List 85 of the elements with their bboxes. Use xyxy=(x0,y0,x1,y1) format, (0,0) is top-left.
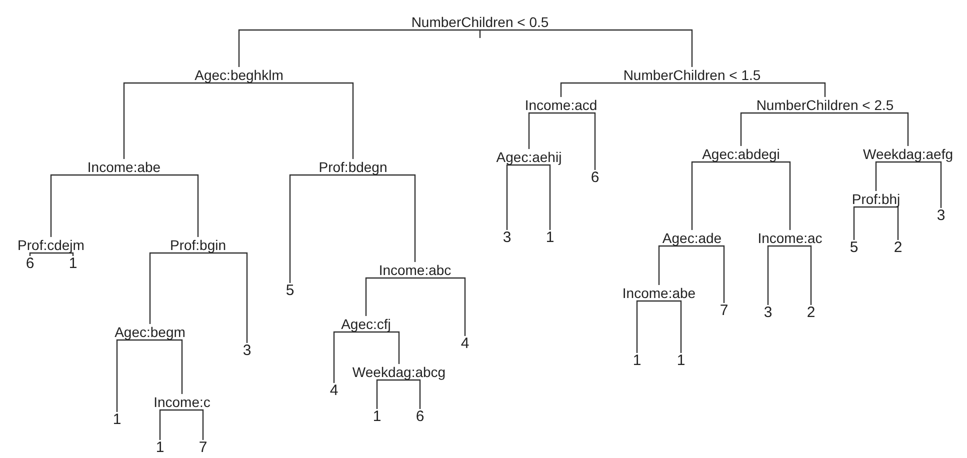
split-label: Prof:bdegn xyxy=(318,159,388,175)
tree-branch xyxy=(376,379,399,409)
split-label: Agec:aehij xyxy=(496,149,562,165)
tree-branch xyxy=(124,174,199,237)
tree-branch xyxy=(29,252,51,256)
tree-branch xyxy=(415,277,466,336)
split-label: NumberChildren < 0.5 xyxy=(411,14,549,30)
tree-branch xyxy=(825,112,909,146)
tree-branch xyxy=(150,339,183,394)
tree-branch xyxy=(692,245,725,303)
tree-branch xyxy=(123,82,239,159)
split-label: Weekdag:aefg xyxy=(862,146,954,162)
tree-branch xyxy=(876,206,899,240)
split-label: Income:abc xyxy=(378,262,452,278)
tree-branch xyxy=(691,161,741,230)
split-label: Agec:cfj xyxy=(341,316,391,332)
leaf-value: 7 xyxy=(720,303,728,319)
split-label: Income:abe xyxy=(87,159,161,175)
tree-branch xyxy=(875,161,908,191)
tree-branch xyxy=(149,252,198,324)
leaf-value: 3 xyxy=(502,230,512,246)
leaf-value: 1 xyxy=(676,353,686,369)
leaf-value: 4 xyxy=(460,336,470,352)
tree-branch xyxy=(528,112,561,149)
tree-branch xyxy=(908,161,942,208)
split-label: Prof:bhj xyxy=(852,191,900,207)
tree-branch xyxy=(159,409,182,440)
leaf-value: 6 xyxy=(416,409,424,425)
leaf-value: 1 xyxy=(68,256,78,272)
split-label: Income:abe xyxy=(622,285,696,301)
split-label: Income:acd xyxy=(524,97,598,113)
split-label: Prof:bgin xyxy=(170,237,226,253)
leaf-value: 5 xyxy=(850,240,858,256)
leaf-value: 6 xyxy=(26,256,34,272)
tree-branch xyxy=(692,82,826,97)
tree-branch xyxy=(480,29,693,67)
leaf-value: 3 xyxy=(764,305,772,321)
tree-branch xyxy=(289,174,353,283)
tree-branch xyxy=(659,300,682,353)
split-label: Income:c xyxy=(154,394,210,410)
split-label: Weekdag:abcg xyxy=(352,364,446,380)
split-label: Agec:ade xyxy=(662,230,722,246)
leaf-value: 1 xyxy=(112,412,122,428)
tree-branch xyxy=(741,161,791,230)
leaf-value: 7 xyxy=(198,440,208,456)
leaf-value: 6 xyxy=(590,170,600,186)
leaf-value: 2 xyxy=(894,240,902,256)
split-label: Prof:cdejm xyxy=(18,237,84,253)
tree-branch xyxy=(561,112,596,170)
tree-branch xyxy=(636,300,659,353)
split-label: NumberChildren < 2.5 xyxy=(756,97,894,113)
leaf-value: 1 xyxy=(156,440,164,456)
leaf-value: 4 xyxy=(330,383,338,399)
leaf-value: 1 xyxy=(632,353,642,369)
tree-branch xyxy=(50,174,124,237)
tree-branch xyxy=(353,174,416,262)
split-label: Agec:abdegi xyxy=(702,146,780,162)
leaf-value: 2 xyxy=(806,305,816,321)
tree-branch xyxy=(365,277,415,316)
split-label: NumberChildren < 1.5 xyxy=(623,67,761,83)
tree-branch xyxy=(740,112,825,146)
leaf-value: 1 xyxy=(372,409,382,425)
tree-branch xyxy=(333,331,366,383)
tree-branch xyxy=(238,29,480,67)
tree-branch xyxy=(399,379,421,409)
tree-branch xyxy=(853,206,876,240)
tree-branch xyxy=(767,245,790,305)
tree-branch xyxy=(51,252,74,256)
leaf-value: 5 xyxy=(286,283,294,299)
split-label: Agec:begm xyxy=(114,324,186,340)
leaf-value: 3 xyxy=(242,343,252,359)
tree-branch xyxy=(366,331,400,364)
split-label: Agec:beghklm xyxy=(194,67,284,83)
leaf-value: 3 xyxy=(936,208,946,224)
tree-branch xyxy=(560,82,692,97)
split-label: Income:ac xyxy=(758,230,822,246)
tree-branch xyxy=(182,409,204,440)
tree-branch xyxy=(506,164,529,230)
leaf-value: 1 xyxy=(546,230,554,246)
tree-branch xyxy=(198,252,248,343)
tree-branch xyxy=(790,245,812,305)
tree-branch xyxy=(529,164,551,230)
tree-branch xyxy=(116,339,150,412)
tree-branch xyxy=(239,82,354,159)
tree-branch xyxy=(658,245,692,285)
